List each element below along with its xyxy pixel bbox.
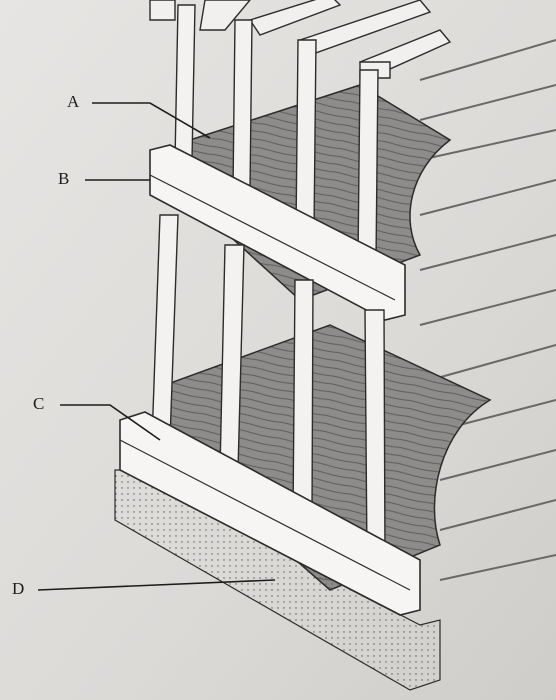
foundation-d xyxy=(114,469,441,691)
upper-studs xyxy=(174,4,379,261)
label-b: B xyxy=(58,169,70,188)
lower-subfloor xyxy=(164,324,492,591)
label-c: C xyxy=(33,394,45,413)
label-d: D xyxy=(12,579,25,598)
label-a: A xyxy=(67,92,80,111)
upper-plate-b xyxy=(149,144,406,321)
leader-lines xyxy=(37,102,276,591)
